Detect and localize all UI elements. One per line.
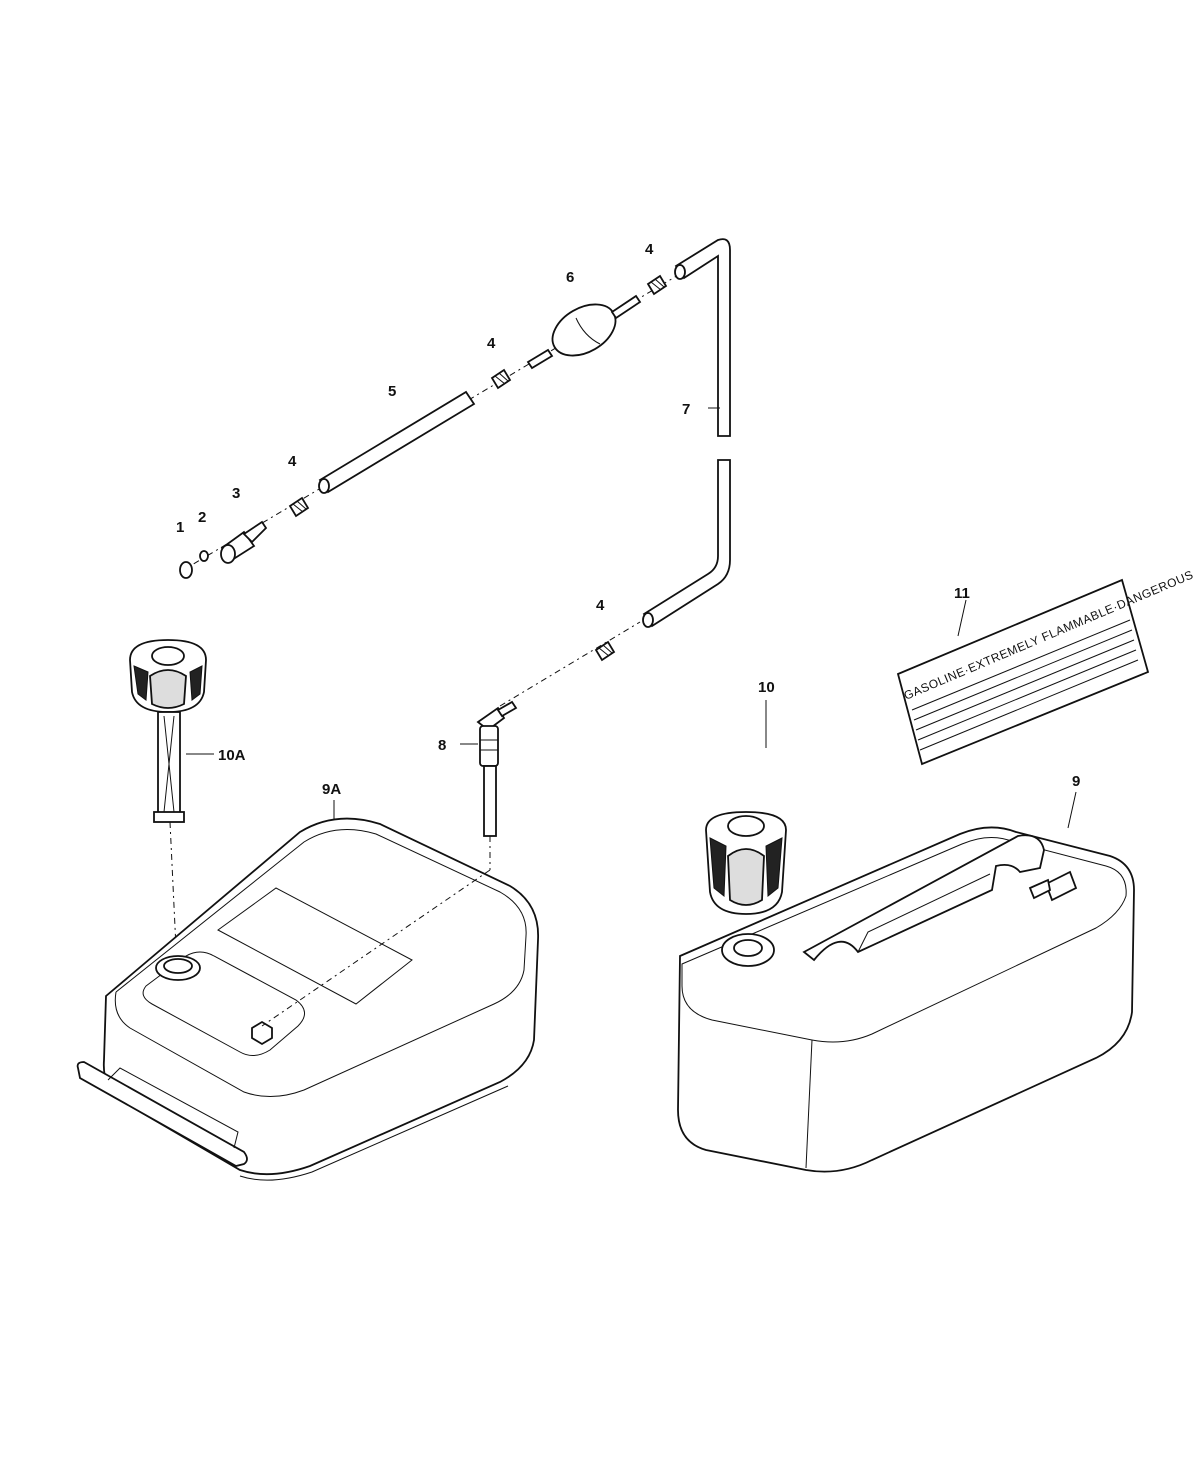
part-5-hose (318, 390, 476, 494)
callout-8: 8 (438, 737, 446, 754)
callout-10: 10 (758, 679, 775, 696)
part-11-warning-decal (896, 578, 1150, 766)
part-2-seal (199, 550, 209, 562)
part-9-fuel-tank (677, 826, 1135, 1173)
tank-9a-fitting-centerline (261, 869, 491, 1027)
part-9a-fuel-tank (76, 817, 539, 1181)
callout-9: 9 (1072, 773, 1080, 790)
callout-4-a: 4 (288, 453, 297, 470)
part-4-clamp-d (594, 640, 616, 662)
part-10a-cap-with-gauge (129, 639, 207, 823)
callout-1: 1 (176, 519, 184, 536)
part-7-hose (642, 238, 731, 628)
callout-7: 7 (682, 401, 690, 418)
callout-3: 3 (232, 485, 240, 502)
callout-9a: 9A (322, 781, 341, 798)
leader-9 (1067, 791, 1077, 829)
part-3-connector (220, 520, 268, 564)
callout-2: 2 (198, 509, 206, 526)
part-1-o-ring (179, 561, 193, 579)
callout-6: 6 (566, 269, 574, 286)
callout-4-c: 4 (645, 241, 654, 258)
part-4-clamp-b (490, 368, 512, 390)
callout-11: 11 (954, 585, 970, 602)
lower-line-centerline (499, 621, 641, 707)
callout-4-b: 4 (487, 335, 496, 352)
fuel-line-centerline (179, 267, 691, 573)
part-4-clamp-c (646, 274, 668, 296)
callout-10a: 10A (218, 747, 246, 764)
leader-11 (957, 599, 967, 637)
callout-4-d: 4 (596, 597, 605, 614)
part-6-primer-bulb (526, 294, 642, 370)
callout-5: 5 (388, 383, 396, 400)
part-10-cap (705, 811, 787, 915)
gauge-centerline (169, 821, 177, 949)
part-8-pickup-fitting (476, 700, 518, 837)
part-4-clamp-a (288, 496, 310, 518)
